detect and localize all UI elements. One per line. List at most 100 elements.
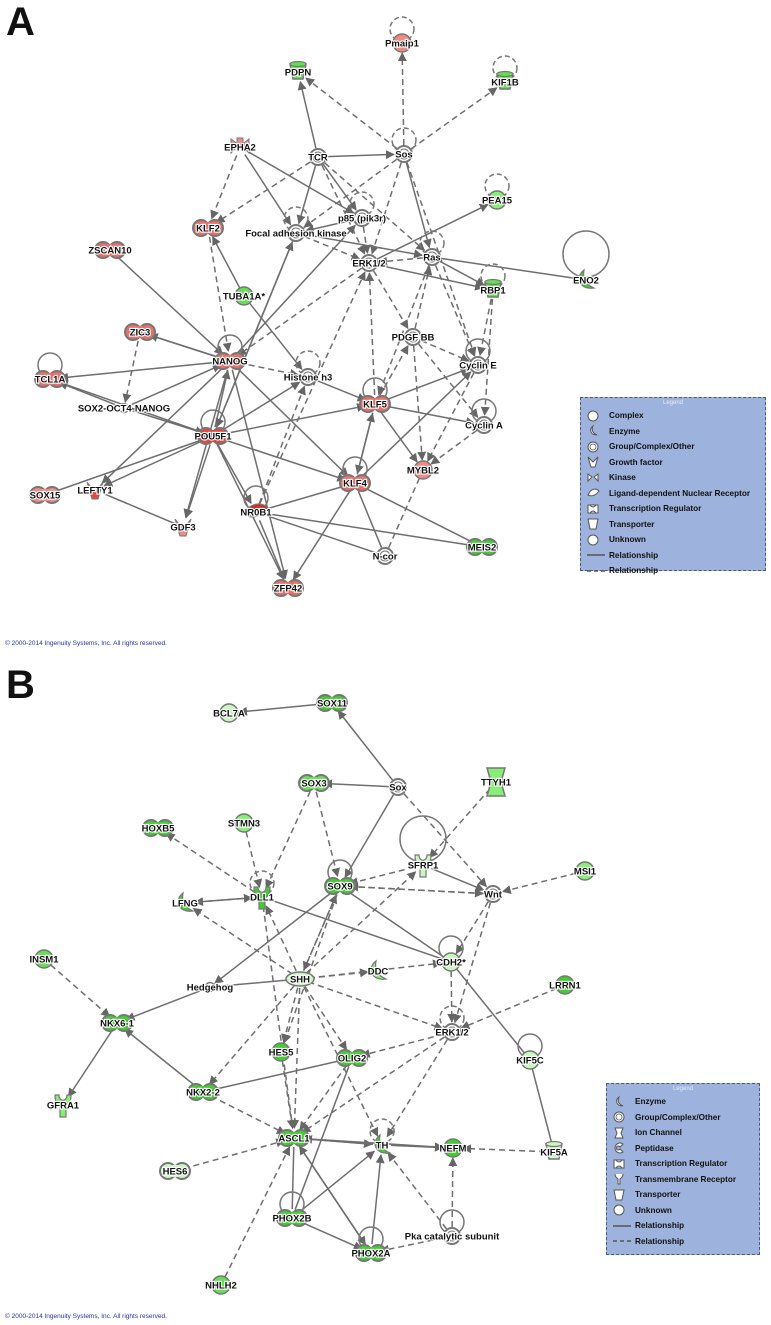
node-pmaip1[interactable]: Pmaip1 — [384, 16, 421, 53]
legend-item-label: Transporter — [635, 1190, 681, 1200]
node-eno2[interactable]: ENO2 — [562, 230, 610, 289]
node-sfrp1[interactable]: SFRP1 — [399, 815, 447, 878]
node-dll1[interactable]: DLL1 — [249, 870, 276, 910]
node-cdh2[interactable]: CDH2* — [435, 935, 467, 972]
node-msi1[interactable]: MSI1 — [573, 861, 598, 881]
edge-Wnt-ERK — [452, 902, 492, 1024]
node-kif5a[interactable]: KIF5A — [539, 1140, 569, 1160]
legend-item-label: Relationship — [635, 1236, 685, 1246]
node-label: NR0B1 — [240, 508, 272, 519]
edge-KIF5C-KIF5A — [531, 1068, 553, 1144]
node-klf2[interactable]: KLF2 — [192, 219, 224, 237]
node-mybl2[interactable]: MYBL2 — [406, 460, 440, 480]
node-tuba1a[interactable]: TUBA1A* — [222, 286, 267, 306]
node-sox15[interactable]: SOX15 — [29, 486, 62, 504]
node-gfra1[interactable]: GFRA1 — [46, 1094, 81, 1118]
edge-Sox-SOX9 — [344, 794, 395, 879]
node-cycline[interactable]: Cyclin E — [458, 338, 498, 374]
node-nefm[interactable]: NEFM — [438, 1138, 468, 1158]
node-bcl7a[interactable]: BCL7A — [212, 703, 246, 723]
node-label: KIF5C — [516, 1056, 544, 1067]
node-nkx22[interactable]: NKX2-2 — [185, 1083, 221, 1101]
node-rbp1[interactable]: RBP1 — [479, 263, 507, 298]
node-wnt[interactable]: Wnt — [483, 885, 504, 903]
node-pka[interactable]: Pka catalytic subunit — [404, 1209, 501, 1245]
node-lfng[interactable]: LFNG — [171, 891, 199, 912]
legend-item-label: Unknown — [635, 1205, 672, 1215]
node-pdgfbb[interactable]: PDGF BB — [391, 328, 436, 346]
node-pou5f1[interactable]: POU5F1 — [193, 409, 233, 445]
node-lrrn1[interactable]: LRRN1 — [548, 975, 583, 995]
node-zscan10[interactable]: ZSCAN10 — [87, 241, 133, 259]
legend-item-label: Peptidase — [635, 1143, 674, 1153]
node-tcl1a[interactable]: TCL1A — [34, 352, 67, 388]
node-zic3[interactable]: ZIC3 — [124, 323, 156, 341]
node-gdf3[interactable]: GDF3 — [169, 518, 197, 537]
node-klf5[interactable]: KLF5 — [359, 377, 391, 413]
node-sox9[interactable]: SOX9 — [324, 859, 356, 895]
node-label: SOX2-OCT4-NANOG — [78, 404, 170, 415]
node-ncor[interactable]: N-cor — [371, 547, 399, 565]
edge-Sos-KIF1B — [410, 87, 498, 150]
node-ras[interactable]: Ras — [419, 230, 445, 266]
node-cyclina[interactable]: Cyclin A — [464, 398, 504, 434]
node-hes6[interactable]: HES6 — [159, 1162, 191, 1180]
edge-ERK-TH — [386, 1039, 448, 1138]
node-sox3[interactable]: SOX3 — [298, 774, 330, 792]
node-kif5c[interactable]: KIF5C — [515, 1033, 545, 1070]
unknown-icon — [587, 534, 609, 546]
node-stmn3[interactable]: STMN3 — [227, 813, 261, 833]
node-hoxb5[interactable]: HOXB5 — [141, 819, 176, 837]
node-th[interactable]: TH — [369, 1118, 395, 1154]
edge-EPHA2-p85 — [247, 150, 355, 214]
node-lefty1[interactable]: LEFTY1 — [76, 481, 114, 500]
node-sox2oct4[interactable]: SOX2-OCT4-NANOG — [77, 402, 172, 415]
node-phox2a[interactable]: PHOX2A — [350, 1226, 392, 1262]
node-insm1[interactable]: INSM1 — [28, 949, 60, 969]
node-hes5[interactable]: HES5 — [267, 1042, 295, 1062]
node-nr0b1[interactable]: NR0B1 — [239, 485, 273, 520]
node-meis2[interactable]: MEIS2 — [466, 538, 498, 556]
node-olig2[interactable]: OLIG2 — [336, 1049, 368, 1067]
node-pea15[interactable]: PEA15 — [481, 173, 514, 210]
edge-KLF5-PDGFBB — [378, 344, 409, 397]
node-nkx61[interactable]: NKX6-1 — [99, 1014, 136, 1032]
node-epha2[interactable]: EPHA2 — [223, 137, 257, 155]
edge-POU5F1-TCL1A — [58, 380, 205, 434]
node-label: ZFP42 — [274, 584, 303, 595]
node-hedgehog[interactable]: Hedgehog — [186, 981, 235, 994]
node-phox2b[interactable]: PHOX2B — [271, 1191, 313, 1227]
node-tcr[interactable]: TCR — [307, 148, 329, 166]
node-p85[interactable]: p85 (pik3r) — [337, 191, 387, 227]
edge-PKA-NEFM — [448, 1157, 458, 1228]
node-label: SOX15 — [30, 491, 61, 502]
node-erk[interactable]: ERK1/2 — [351, 254, 387, 272]
edge-Sos-PDPN — [305, 77, 398, 150]
node-histoneh3[interactable]: Histone h3 — [283, 350, 333, 386]
node-klf4[interactable]: KLF4 — [339, 456, 371, 492]
node-ascl1[interactable]: ASCL1 — [277, 1129, 311, 1147]
legend-item: Group/Complex/Other — [581, 439, 765, 455]
node-shh[interactable]: SHH — [285, 971, 315, 987]
node-fak[interactable]: Focal adhesion kinase — [244, 206, 348, 242]
node-nhlh2[interactable]: NHLH2 — [204, 1275, 238, 1295]
edge-SFRP1-SOX9 — [348, 866, 415, 886]
node-pdpn[interactable]: PDPN — [284, 60, 312, 80]
node-nanog[interactable]: NANOG — [211, 334, 249, 370]
node-label: Cyclin A — [465, 421, 503, 432]
node-sox11[interactable]: SOX11 — [316, 694, 349, 712]
node-label: NEFM — [440, 1144, 467, 1155]
edge-PHOX2B-PHOX2A — [299, 1220, 363, 1250]
edge-NANOG-ZFP42 — [231, 369, 288, 580]
edge-Histoneh3-KLF5 — [316, 379, 367, 402]
node-sos[interactable]: Sos — [391, 127, 417, 163]
node-ddc[interactable]: DDC — [367, 959, 390, 980]
node-ttyh1[interactable]: TTYH1 — [480, 767, 513, 797]
node-zfp42[interactable]: ZFP42 — [272, 579, 304, 597]
edge-SOX3-DLL1 — [265, 790, 311, 889]
edge-NR0B1-Histoneh3 — [258, 385, 306, 504]
node-kif1b[interactable]: KIF1B — [490, 55, 520, 90]
node-erk[interactable]: ERK1/2 — [434, 1005, 470, 1041]
edge-FAK-POU5F1 — [215, 241, 294, 428]
node-sox[interactable]: Sox — [388, 778, 409, 796]
